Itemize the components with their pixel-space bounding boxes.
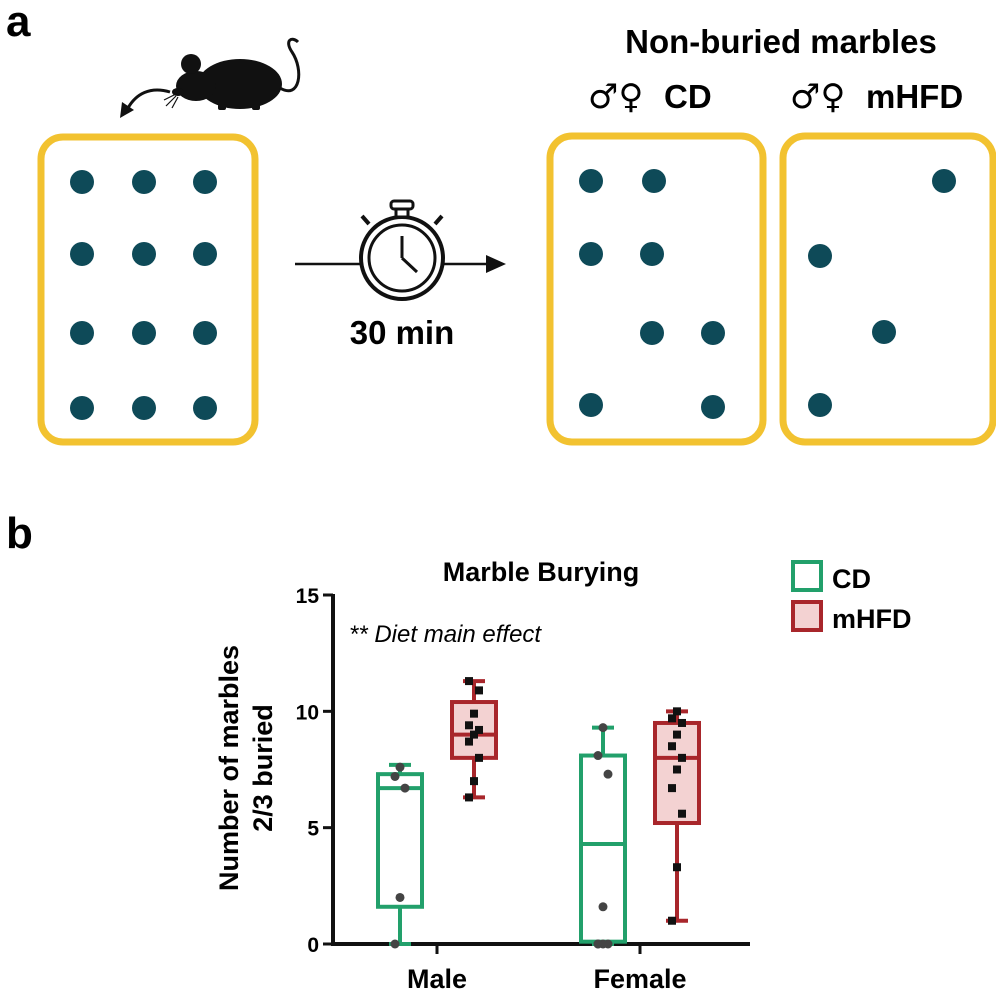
cd-arena <box>546 132 767 446</box>
data-point <box>598 902 608 912</box>
cd-marble <box>701 321 725 345</box>
y-tick-label: 5 <box>307 818 319 841</box>
data-point <box>668 784 676 793</box>
cd-marble <box>701 395 725 419</box>
stopwatch-icon <box>359 199 445 301</box>
data-point <box>465 793 473 802</box>
data-point <box>465 677 473 686</box>
y-axis-label-line-2: 2/3 buried <box>248 704 278 832</box>
initial-marble <box>193 396 217 420</box>
initial-marble <box>70 321 94 345</box>
y-tick-label: 15 <box>296 585 320 608</box>
legend: CD mHFD <box>791 560 912 634</box>
panel-b-letter: b <box>6 509 33 558</box>
data-point <box>475 686 483 695</box>
duration-label: 30 min <box>350 314 455 351</box>
x-category-label: Male <box>407 964 467 993</box>
initial-marble <box>70 170 94 194</box>
data-point <box>603 769 613 779</box>
initial-marble <box>70 242 94 266</box>
cd-marbles <box>579 169 725 419</box>
data-point <box>390 939 400 949</box>
y-tick-label: 0 <box>307 934 319 957</box>
initial-marble <box>132 170 156 194</box>
cd-marble <box>579 393 603 417</box>
initial-marble <box>132 242 156 266</box>
mhfd-marble <box>808 244 832 268</box>
mhfd-marble <box>872 320 896 344</box>
data-point <box>475 725 483 734</box>
data-point <box>593 939 603 949</box>
initial-marble <box>70 396 94 420</box>
cd-sex-symbols: ♂♀ <box>588 77 643 117</box>
y-axis-label-line-1: Number of marbles <box>214 645 244 891</box>
box-plots <box>376 677 701 949</box>
y-axis-label: Number of marbles 2/3 buried <box>214 645 278 891</box>
data-point <box>470 777 478 786</box>
timeline-arrowhead-icon <box>486 255 506 273</box>
data-point <box>673 730 681 739</box>
cd-group-label: CD <box>664 78 712 115</box>
cd-marble <box>642 169 666 193</box>
x-category-label: Female <box>593 964 686 993</box>
box-cd-male <box>376 762 424 949</box>
data-point <box>668 742 676 751</box>
data-point <box>395 892 405 902</box>
initial-marble <box>193 170 217 194</box>
initial-marbles <box>70 170 217 420</box>
data-point <box>603 939 613 949</box>
data-point <box>598 723 608 733</box>
initial-arena <box>37 133 259 446</box>
box-mhfd-male <box>450 677 498 802</box>
data-point <box>678 718 686 727</box>
mhfd-marble <box>808 393 832 417</box>
legend-swatch-mhfd <box>791 600 823 632</box>
box-mhfd-female <box>653 707 701 925</box>
box-cd-female <box>579 723 627 949</box>
data-point <box>668 714 676 723</box>
data-point <box>668 916 676 925</box>
data-point <box>390 771 400 781</box>
cd-marble <box>579 242 603 266</box>
iqr-box <box>376 772 424 909</box>
mhfd-sex-symbols: ♂♀ <box>790 77 845 117</box>
data-point <box>465 721 473 730</box>
data-point <box>673 863 681 872</box>
data-point <box>465 737 473 746</box>
legend-label-mhfd: mHFD <box>832 604 912 634</box>
data-point <box>673 707 681 716</box>
data-point <box>475 753 483 762</box>
data-point <box>673 765 681 774</box>
data-point <box>593 751 603 761</box>
data-point <box>470 730 478 739</box>
mhfd-marbles <box>808 169 956 417</box>
initial-marble <box>132 396 156 420</box>
cd-marble <box>640 321 664 345</box>
diet-effect-annotation: ** Diet main effect <box>349 621 542 648</box>
iqr-box <box>579 753 627 944</box>
mhfd-marble <box>932 169 956 193</box>
mouse-icon <box>163 37 301 110</box>
data-point <box>678 753 686 762</box>
data-point <box>470 709 478 718</box>
non-buried-heading: Non-buried marbles <box>625 23 937 60</box>
initial-marble <box>193 242 217 266</box>
cd-marble <box>579 169 603 193</box>
y-tick-label: 10 <box>296 701 319 724</box>
placement-arrow-icon <box>120 88 171 118</box>
mhfd-group-label: mHFD <box>866 78 963 115</box>
mhfd-arena <box>779 132 996 446</box>
legend-swatch-cd <box>791 560 823 592</box>
initial-marble <box>193 321 217 345</box>
legend-label-cd: CD <box>832 564 871 594</box>
panel-a-letter: a <box>6 0 31 46</box>
initial-marble <box>132 321 156 345</box>
data-point <box>678 809 686 818</box>
cd-marble <box>640 242 664 266</box>
chart-title: Marble Burying <box>443 557 640 587</box>
data-point <box>395 762 405 772</box>
data-point <box>400 783 410 793</box>
